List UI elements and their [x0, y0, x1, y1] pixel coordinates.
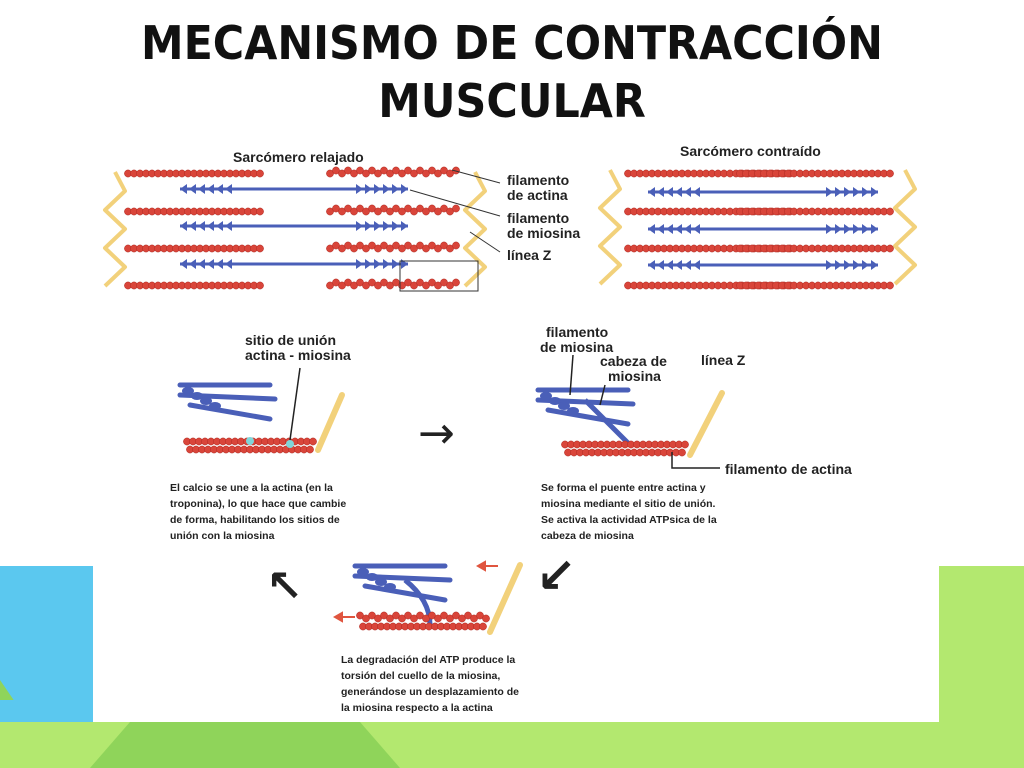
relaxed-actin-left: [124, 244, 264, 253]
step1-actin: [183, 437, 317, 446]
pointer-actin: [451, 169, 501, 184]
bottom-mid-green: [90, 722, 400, 768]
left-blue-accent: [0, 566, 93, 722]
contracted-z-line-left: [598, 169, 622, 286]
step2-z-line: [687, 390, 725, 458]
title-line-1: MECANISMO DE CONTRACCIÓN: [141, 16, 883, 70]
step2-myosin-pointer: [569, 354, 574, 396]
step3-neck: [403, 578, 433, 626]
contracted-actin-right: [736, 244, 894, 253]
step3-actin: [356, 611, 490, 623]
step3-caption: La degradación del ATP produce la torsió…: [341, 654, 519, 714]
binding-site-dot: [286, 440, 294, 448]
myosin-head-label: cabeza de miosina: [600, 353, 667, 384]
step1-z-line: [315, 392, 345, 453]
relaxed-actin-right: [326, 278, 460, 290]
pointer-myosin: [409, 189, 501, 217]
step2-actin-pointer: [671, 452, 720, 469]
contracted-actin-right: [736, 207, 894, 216]
step2-myosin-filament-label: filamento de miosina: [540, 324, 614, 355]
left-blue-band: [0, 700, 93, 722]
top-actin-label: filamento de actina: [507, 172, 570, 203]
binding-site-dot: [246, 437, 254, 445]
binding-site-pointer: [289, 367, 301, 441]
step2-caption: Se forma el puente entre actina y miosin…: [541, 482, 717, 542]
step2-z-line-label: línea Z: [701, 352, 746, 368]
step3-myosin: [352, 563, 453, 603]
step2-actin-label: filamento de actina: [725, 461, 852, 477]
pointer-z: [469, 231, 501, 253]
relaxed-actin-right: [326, 241, 460, 253]
contracted-sarcomere-label: Sarcómero contraído: [680, 143, 821, 159]
relaxed-myosin: [180, 259, 408, 269]
step1-actin: [186, 445, 314, 454]
step2-actin: [561, 440, 689, 449]
contracted-z-line-right: [893, 169, 917, 286]
binding-site-label: sitio de unión actina - miosina: [245, 332, 351, 363]
arrow-down-left-icon: ↙: [536, 548, 577, 604]
contracted-actin-right: [736, 281, 894, 290]
contracted-actin-right: [736, 169, 894, 178]
relaxed-sarcomere-label: Sarcómero relajado: [233, 149, 364, 165]
step2-head-pointer: [599, 384, 606, 406]
top-myosin-label: filamento de miosina: [507, 210, 581, 241]
relaxed-actin-right: [326, 166, 460, 178]
slide-title: MECANISMO DE CONTRACCIÓN MUSCULAR: [36, 14, 988, 130]
step2-actin: [564, 448, 686, 457]
title-line-2: MUSCULAR: [378, 74, 646, 128]
step1-myosin: [177, 382, 278, 422]
contracted-myosin: [648, 187, 878, 197]
highlight-box: [399, 260, 479, 292]
step2-crossbridge: [583, 398, 632, 447]
relaxed-actin-left: [124, 169, 264, 178]
arrow-right-icon: →: [418, 408, 455, 459]
relaxed-myosin: [180, 221, 408, 231]
step3-actin: [359, 622, 487, 631]
relaxed-z-line-right: [463, 171, 487, 288]
relaxed-myosin: [180, 184, 408, 194]
step1-caption: El calcio se une a la actina (en la trop…: [170, 482, 347, 542]
contracted-myosin: [648, 224, 878, 234]
relaxed-actin-left: [124, 207, 264, 216]
contracted-myosin: [648, 260, 878, 270]
step2-myosin: [535, 387, 636, 427]
diagram-panel: [93, 140, 939, 722]
motion-arrow-icon: [332, 611, 355, 623]
arrow-up-left-icon: ↖: [266, 561, 303, 612]
relaxed-z-line-left: [103, 171, 127, 288]
relaxed-actin-right: [326, 204, 460, 216]
right-green-accent: [939, 566, 1024, 722]
top-z-line-label: línea Z: [507, 247, 552, 263]
relaxed-actin-left: [124, 281, 264, 290]
motion-arrow-icon: [475, 560, 498, 572]
step3-z-line: [487, 562, 523, 635]
